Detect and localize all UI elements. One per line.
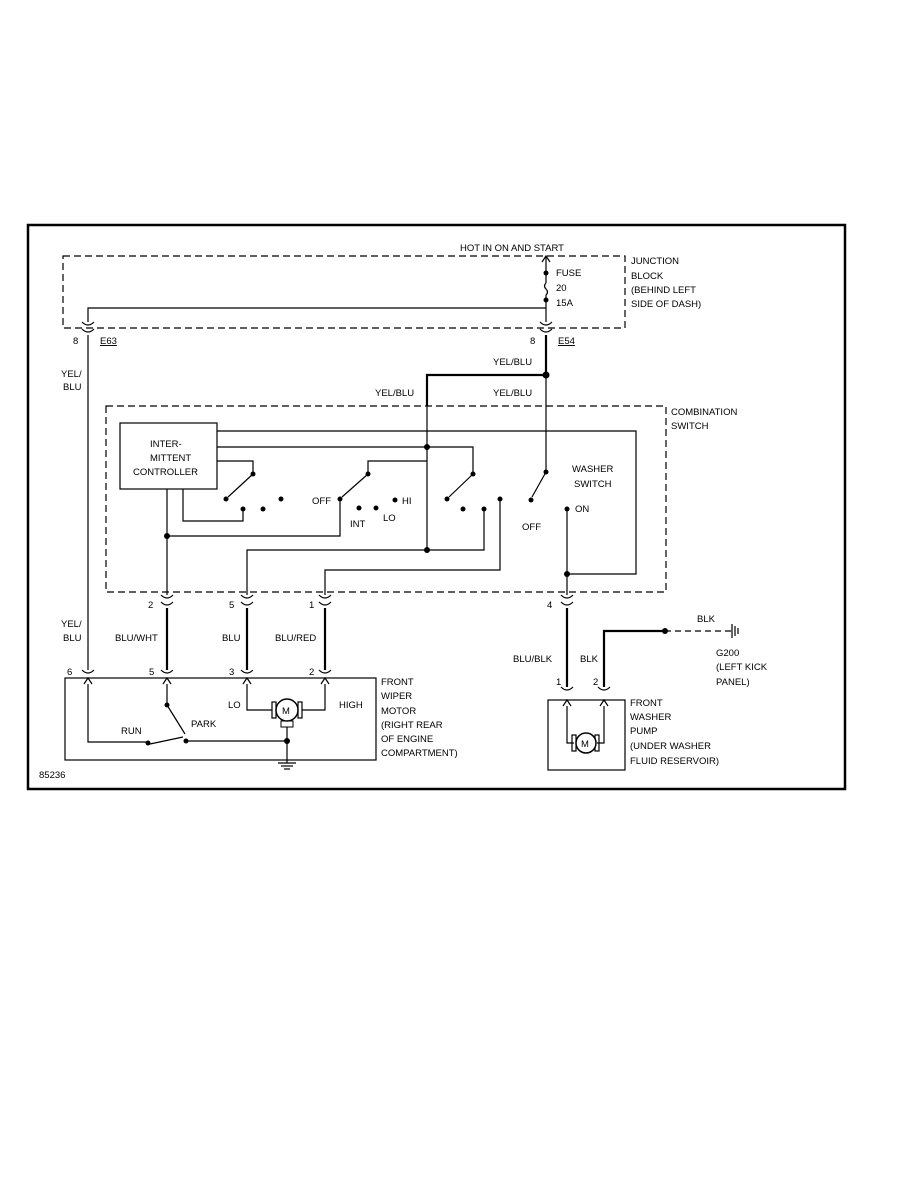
svg-text:WASHER: WASHER <box>572 464 613 475</box>
svg-text:CONTROLLER: CONTROLLER <box>133 467 198 478</box>
svg-text:PANEL): PANEL) <box>716 677 750 688</box>
svg-text:MITTENT: MITTENT <box>150 453 191 464</box>
svg-text:E63: E63 <box>100 336 117 347</box>
svg-text:BLU: BLU <box>63 382 82 393</box>
svg-text:INT: INT <box>350 519 366 530</box>
svg-text:WIPER: WIPER <box>381 691 412 702</box>
fuse: FUSE 20 15A <box>543 262 581 322</box>
ground-g200-label: G200 (LEFT KICK PANEL) <box>716 648 768 688</box>
svg-text:8: 8 <box>530 336 535 347</box>
svg-text:2: 2 <box>593 677 598 688</box>
svg-text:OFF: OFF <box>312 496 331 507</box>
svg-text:FRONT: FRONT <box>630 698 663 709</box>
svg-text:LO: LO <box>228 700 241 711</box>
svg-text:4: 4 <box>547 600 552 611</box>
intermittent-controller <box>119 422 218 490</box>
svg-text:HIGH: HIGH <box>339 700 363 711</box>
svg-text:20: 20 <box>556 283 567 294</box>
combination-switch-outline <box>105 405 667 593</box>
wiper-motor-symbol: M <box>282 706 290 717</box>
power-label: HOT IN ON AND START <box>460 243 564 254</box>
svg-text:(LEFT KICK: (LEFT KICK <box>716 662 768 673</box>
switch-position-labels: OFF INT LO HI WASHER SWITCH OFF ON <box>312 464 613 533</box>
wire-label-yel-blu-main: YEL/BLU <box>493 357 532 368</box>
wire-label-blk-pump: BLK <box>580 654 599 665</box>
diagram-id: 85236 <box>39 770 65 781</box>
combination-switch-wiring <box>164 406 637 595</box>
washer-pump-internal: M <box>562 698 609 754</box>
wiper-motor-box <box>64 677 377 761</box>
svg-text:6: 6 <box>67 667 72 678</box>
wire-label-blu-wht: BLU/WHT <box>115 633 158 644</box>
svg-text:3: 3 <box>229 667 234 678</box>
svg-text:(UNDER WASHER: (UNDER WASHER <box>630 741 711 752</box>
svg-text:OF ENGINE: OF ENGINE <box>381 734 433 745</box>
svg-text:WASHER: WASHER <box>630 712 671 723</box>
wire-label-yel-blu-left-top: YEL/ <box>61 369 82 380</box>
combination-switch-pins: 2 5 1 4 <box>148 594 574 611</box>
wiper-motor-internal: M LO HIGH RUN PARK <box>83 676 363 770</box>
wire-label-yel-blu-switch-b: YEL/BLU <box>493 388 532 399</box>
svg-text:SWITCH: SWITCH <box>574 479 612 490</box>
washer-pump-box <box>547 699 626 771</box>
svg-text:5: 5 <box>149 667 154 678</box>
svg-text:MOTOR: MOTOR <box>381 706 416 717</box>
svg-text:G200: G200 <box>716 648 739 659</box>
svg-text:1: 1 <box>309 600 314 611</box>
svg-text:SWITCH: SWITCH <box>671 421 709 432</box>
svg-text:BLU: BLU <box>63 633 82 644</box>
combination-switch-label: COMBINATION SWITCH <box>671 407 737 432</box>
junction-block-outline <box>62 255 626 329</box>
svg-text:FUSE: FUSE <box>556 268 581 279</box>
svg-text:SIDE OF DASH): SIDE OF DASH) <box>631 299 701 310</box>
ground-g200-symbol <box>731 624 739 638</box>
wire-label-yel-blu-switch-a: YEL/BLU <box>375 388 414 399</box>
connector-e63: 8 E63 <box>73 321 117 347</box>
svg-text:PUMP: PUMP <box>630 726 657 737</box>
svg-text:PARK: PARK <box>191 719 217 730</box>
svg-text:15A: 15A <box>556 298 574 309</box>
wire-label-blk-ground: BLK <box>697 614 716 625</box>
svg-text:HI: HI <box>402 496 412 507</box>
svg-text:COMPARTMENT): COMPARTMENT) <box>381 748 458 759</box>
washer-pump-label: FRONT WASHER PUMP (UNDER WASHER FLUID RE… <box>630 698 719 767</box>
svg-text:RUN: RUN <box>121 726 142 737</box>
wire-label-yel-blu-left-bottom: YEL/ <box>61 619 82 630</box>
svg-text:LO: LO <box>383 513 396 524</box>
svg-text:JUNCTION: JUNCTION <box>631 256 679 267</box>
svg-text:E54: E54 <box>558 336 575 347</box>
svg-text:ON: ON <box>575 504 589 515</box>
svg-text:1: 1 <box>556 677 561 688</box>
washer-pump-motor-symbol: M <box>581 739 589 750</box>
wiper-motor-label: FRONT WIPER MOTOR (RIGHT REAR OF ENGINE … <box>381 677 458 759</box>
wire-label-blu: BLU <box>222 633 241 644</box>
svg-text:(RIGHT REAR: (RIGHT REAR <box>381 720 443 731</box>
svg-text:5: 5 <box>229 600 234 611</box>
wire-label-blu-red: BLU/RED <box>275 633 316 644</box>
svg-text:BLOCK: BLOCK <box>631 271 664 282</box>
wire-label-blu-blk: BLU/BLK <box>513 654 553 665</box>
svg-text:FRONT: FRONT <box>381 677 414 688</box>
junction-block-label: JUNCTION BLOCK (BEHIND LEFT SIDE OF DASH… <box>631 256 701 310</box>
washer-pump-pins: 1 2 <box>556 677 611 691</box>
svg-text:(BEHIND LEFT: (BEHIND LEFT <box>631 285 696 296</box>
svg-text:8: 8 <box>73 336 78 347</box>
svg-text:COMBINATION: COMBINATION <box>671 407 737 418</box>
diagram-frame <box>26 223 847 791</box>
svg-text:2: 2 <box>309 667 314 678</box>
svg-text:FLUID RESERVOIR): FLUID RESERVOIR) <box>630 756 719 767</box>
connector-e54: 8 E54 <box>530 321 575 347</box>
svg-text:2: 2 <box>148 600 153 611</box>
svg-text:INTER-: INTER- <box>150 439 182 450</box>
svg-text:OFF: OFF <box>522 522 541 533</box>
wiper-motor-pins: 6 5 3 2 <box>67 667 332 678</box>
